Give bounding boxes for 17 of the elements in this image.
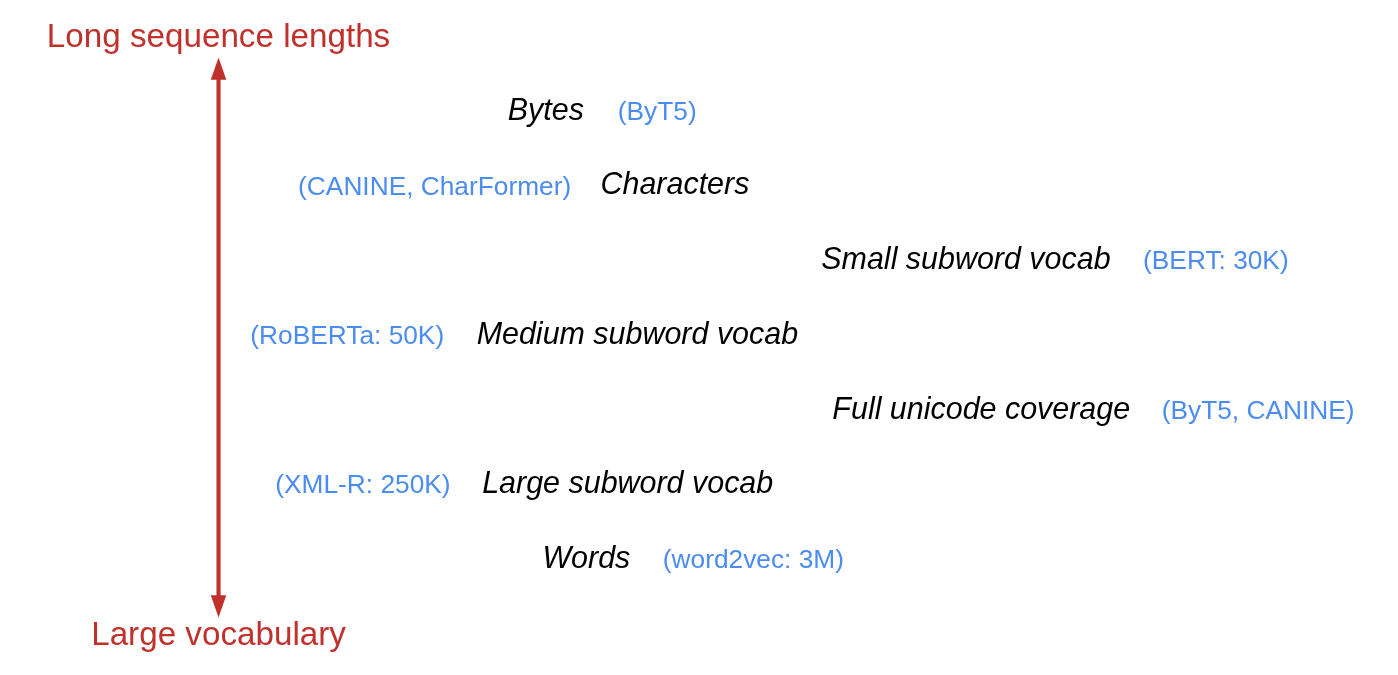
label: Characters: [600, 166, 749, 201]
label: (ByT5): [617, 95, 697, 126]
label: Words: [541, 540, 630, 575]
label: Medium subword vocab: [476, 315, 798, 350]
label: (RoBERTa: 50K): [249, 320, 444, 351]
label: (CANINE, CharFormer): [297, 170, 571, 201]
label: Large subword vocab: [481, 465, 773, 500]
arrow: [210, 57, 226, 618]
label: (XML-R: 250K): [274, 469, 451, 500]
node-text: Long sequence lengths: [46, 17, 390, 55]
label: (BERT: 30K): [1142, 245, 1289, 276]
label: Bytes: [507, 91, 584, 126]
node-text: Large vocabulary: [90, 615, 346, 653]
label: (word2vec: 3M): [662, 544, 844, 575]
label: Small subword vocab: [820, 241, 1111, 276]
label: Full unicode coverage: [831, 390, 1130, 425]
label: (ByT5, CANINE): [1161, 394, 1355, 425]
